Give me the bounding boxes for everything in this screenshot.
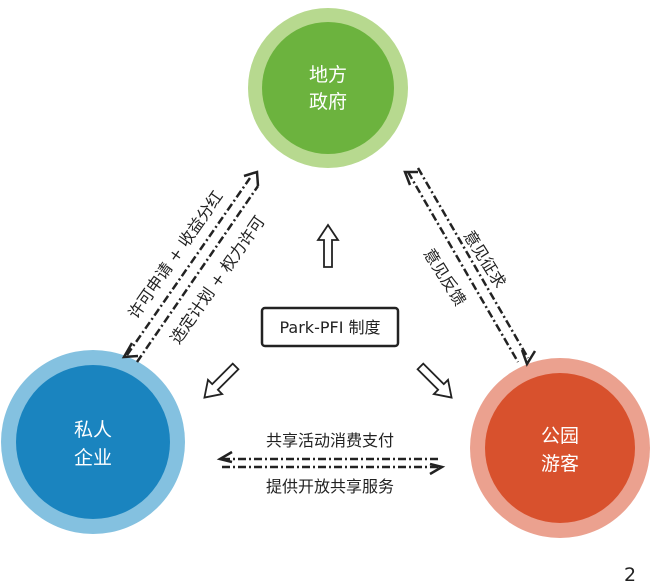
government-circle [262,22,394,154]
arrowhead-icon [243,170,260,187]
hollow-arrows [203,223,453,399]
arrowhead-icon [121,342,139,359]
center-box-label: Park-PFI 制度 [279,318,380,337]
figure-number: 2 [624,564,636,586]
arrowhead-icon [429,462,446,476]
arrowhead-icon [520,349,537,367]
arrow-up-icon [316,223,340,268]
node-enterprise: 私人 企业 [1,350,185,534]
center-box: Park-PFI 制度 [260,306,400,348]
enterprise-circle [16,365,170,519]
node-government: 地方 政府 [248,8,408,168]
gov-enterprise-arrows [121,170,260,363]
enterprise-label-1: 私人 [74,419,112,441]
arrow-down-left-icon [203,362,240,399]
enterprise-visitors-arrows [216,450,446,476]
enterprise-visitors-upper-label: 共享活动消费支付 [266,431,394,450]
arrowhead-icon [403,170,418,186]
visitors-circle [485,373,635,523]
gov-visitors-arrows [403,167,537,367]
enterprise-visitors-lower-label: 提供开放共享服务 [266,477,394,496]
visitors-label-2: 游客 [541,453,579,475]
node-visitors: 公园 游客 [470,358,650,538]
visitors-label-1: 公园 [541,425,579,447]
arrowhead-icon [216,450,233,464]
enterprise-label-2: 企业 [74,447,112,469]
government-label-1: 地方 [309,64,347,86]
arrow-down-right-icon [416,362,453,399]
gov-visitors-lower-label: 意见反馈 [420,245,470,309]
government-label-2: 政府 [309,91,347,113]
